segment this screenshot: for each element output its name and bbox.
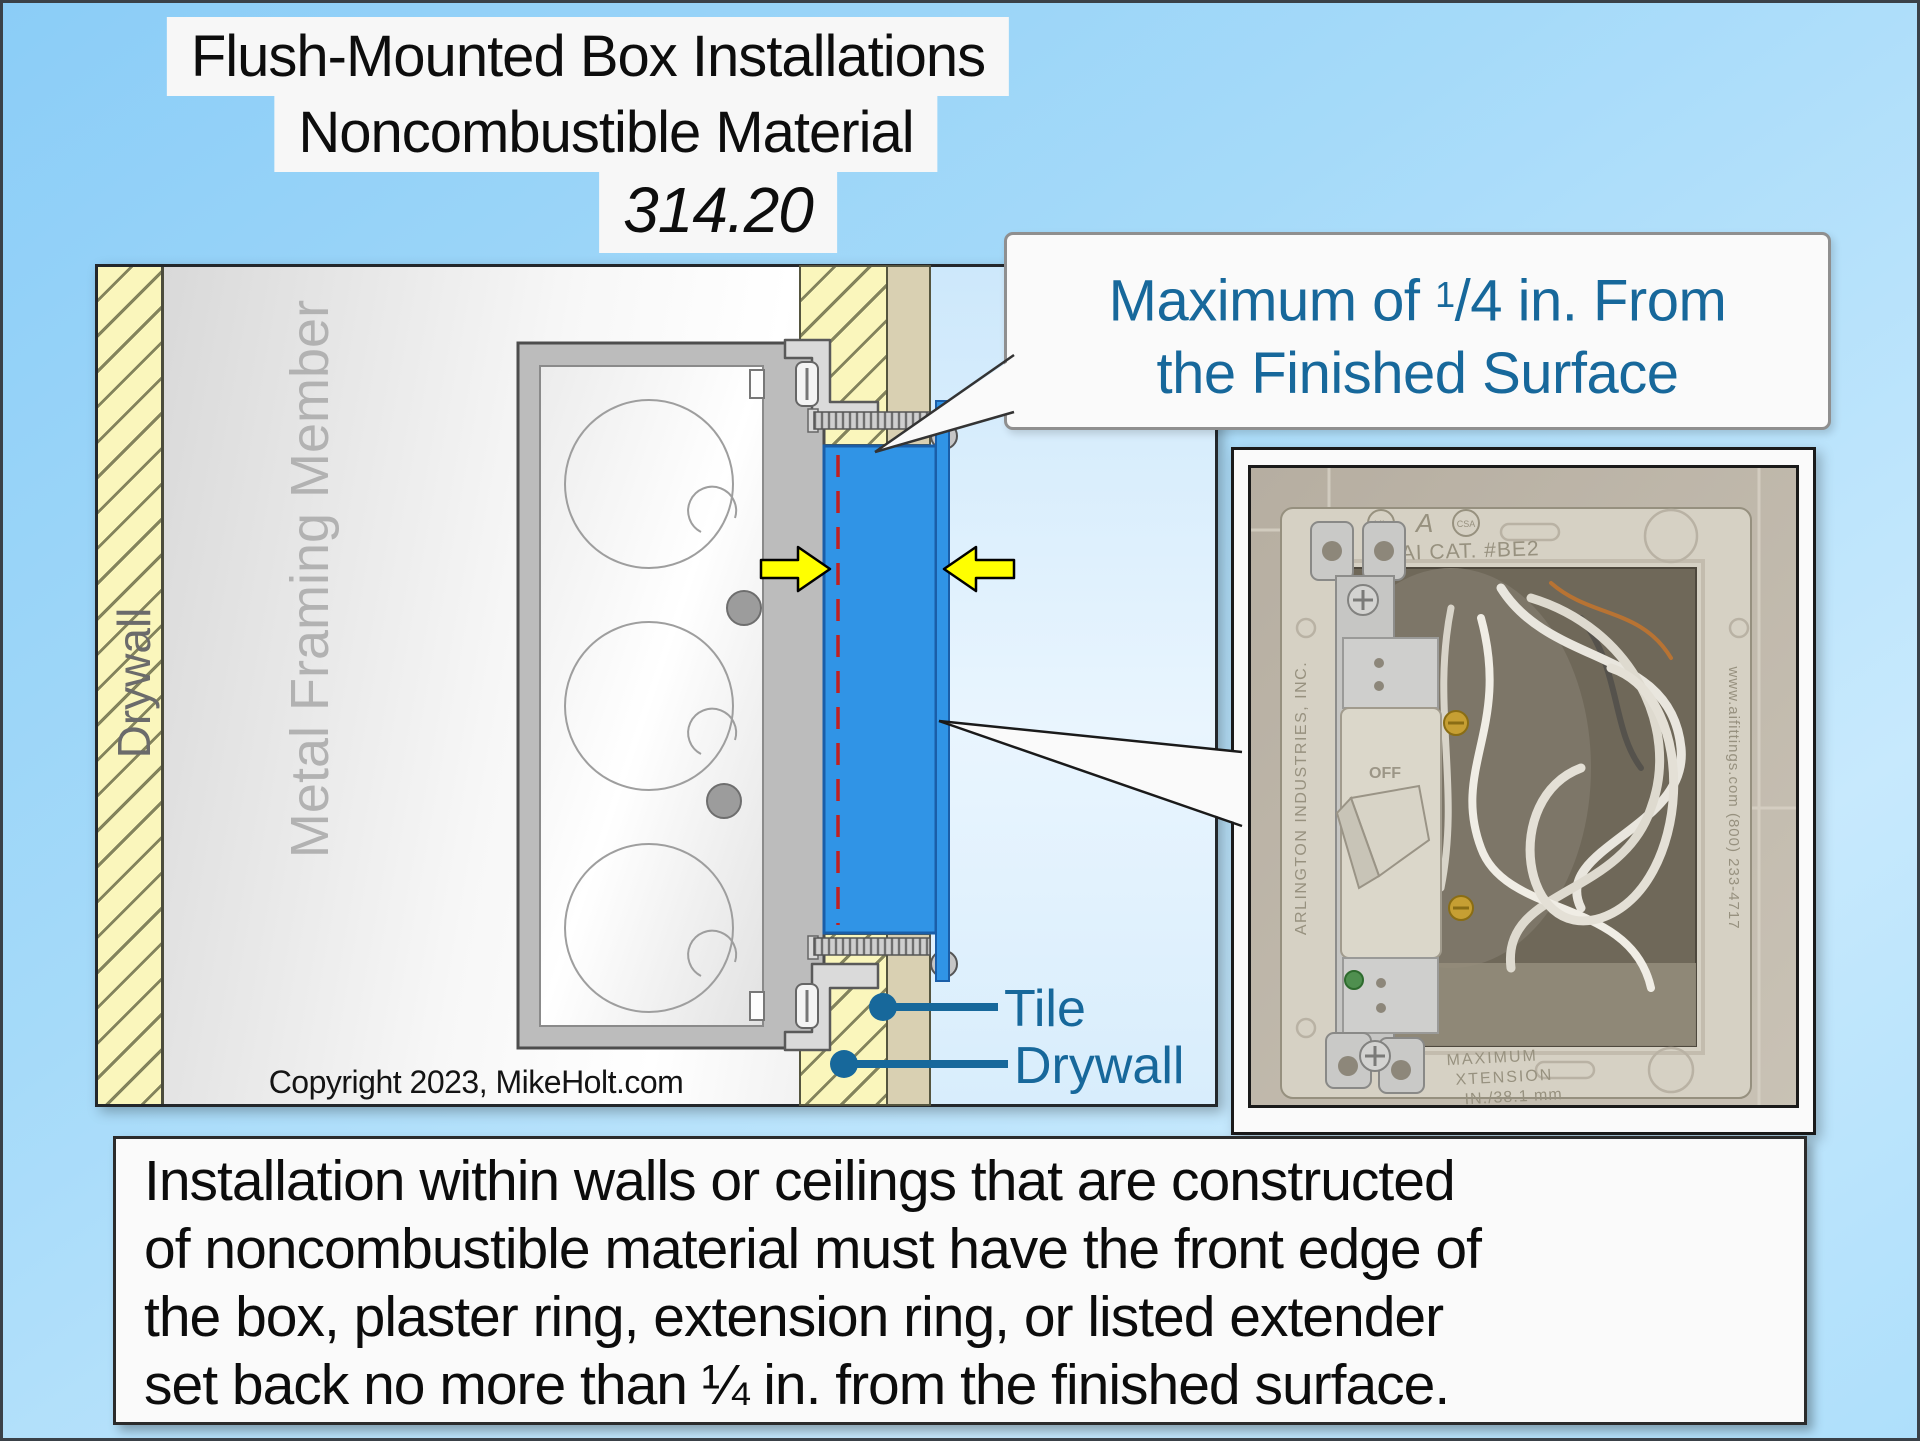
caption-line: the box, plaster ring, extension ring, o…	[144, 1285, 1444, 1349]
extender-flange	[935, 400, 950, 982]
box-knockouts	[564, 399, 738, 1013]
title-line-1: Flush-Mounted Box Installations	[166, 17, 1010, 96]
fraction-numerator: 1	[1435, 274, 1455, 315]
setback-arrow-left	[759, 545, 832, 593]
title-line-3: 314.20	[599, 167, 837, 253]
embossed-circles	[1295, 508, 1750, 1094]
switch-assembly: OFF	[1310, 521, 1474, 1094]
callout-line-2: the Finished Surface	[1156, 340, 1679, 406]
csa-logo-icon	[1452, 509, 1480, 537]
caption-box: Installation within walls or ceilings th…	[113, 1136, 1807, 1425]
caption-line: set back no more than ¼ in. from the fin…	[144, 1353, 1450, 1417]
clamp-screw-thread-bottom	[813, 937, 931, 956]
caption-line: Installation within walls or ceilings th…	[144, 1149, 1456, 1213]
box-screw-hole	[726, 590, 762, 626]
callout-line-1: Maximum of 1/4 in. From	[1108, 268, 1727, 334]
box-extender-photo: UL A CSA AI CAT. #BE2 ARLINGTON INDUSTRI…	[1248, 465, 1799, 1108]
max-extension-line-3: IN./38.1 mm	[1464, 1086, 1563, 1108]
switch-off-text: OFF	[1369, 765, 1401, 782]
box-screw-hole	[706, 783, 742, 819]
switch-top-plate	[1342, 637, 1439, 709]
left-drywall-strip	[98, 267, 164, 1104]
photo-illustration: UL A CSA AI CAT. #BE2 ARLINGTON INDUSTRI…	[1251, 468, 1796, 1108]
tile-leader-dot	[869, 993, 897, 1021]
page-title: Flush-Mounted Box Installations	[166, 17, 1010, 96]
box-extender	[822, 444, 938, 935]
wall-bottom-tile	[886, 933, 931, 1106]
copyright-text: Copyright 2023, MikeHolt.com	[268, 1064, 684, 1100]
drywall-leader-dot	[830, 1050, 858, 1078]
box-interior	[539, 365, 764, 1027]
device-screw-bottom	[749, 991, 765, 1021]
tile-label: Tile	[1004, 980, 1086, 1038]
max-extension-line-2: XTENSION	[1455, 1067, 1554, 1089]
code-section-number: 314.20	[599, 167, 837, 253]
callout-bubble: Maximum of 1/4 in. From the Finished Sur…	[1004, 232, 1831, 430]
brand-right-text: www.aifittings.com (800) 233-4717	[1725, 665, 1742, 929]
photo-panel: UL A CSA AI CAT. #BE2 ARLINGTON INDUSTRI…	[1231, 447, 1816, 1135]
csa-logo-text: CSA	[1457, 519, 1476, 529]
max-extension-line-1: MAXIMUM	[1446, 1047, 1538, 1069]
switch-bottom-plate	[1342, 957, 1439, 1034]
wires	[1437, 581, 1686, 992]
clamp-screw-thread-top	[813, 411, 931, 430]
mounting-flange-bottom	[783, 962, 880, 1052]
diagram-drawing	[516, 338, 1016, 1078]
page-subtitle: Noncombustible Material	[274, 93, 938, 172]
brand-left-text: ARLINGTON INDUSTRIES, INC.	[1293, 661, 1310, 935]
catalog-number-text: AI CAT. #BE2	[1400, 537, 1540, 565]
arlington-a-logo: A	[1414, 508, 1433, 538]
left-drywall-label: Drywall	[108, 607, 160, 759]
framing-member-label: Metal Framing Member	[280, 299, 340, 859]
caption-line: of noncombustible material must have the…	[144, 1217, 1482, 1281]
ground-screw	[1344, 970, 1364, 990]
embossed-text: UL A CSA AI CAT. #BE2 ARLINGTON INDUSTRI…	[1293, 508, 1742, 1108]
drywall-label: Drywall	[1014, 1037, 1185, 1095]
title-line-2: Noncombustible Material	[274, 93, 938, 172]
setback-arrow-right	[942, 545, 1016, 593]
device-screw-top	[749, 369, 765, 399]
